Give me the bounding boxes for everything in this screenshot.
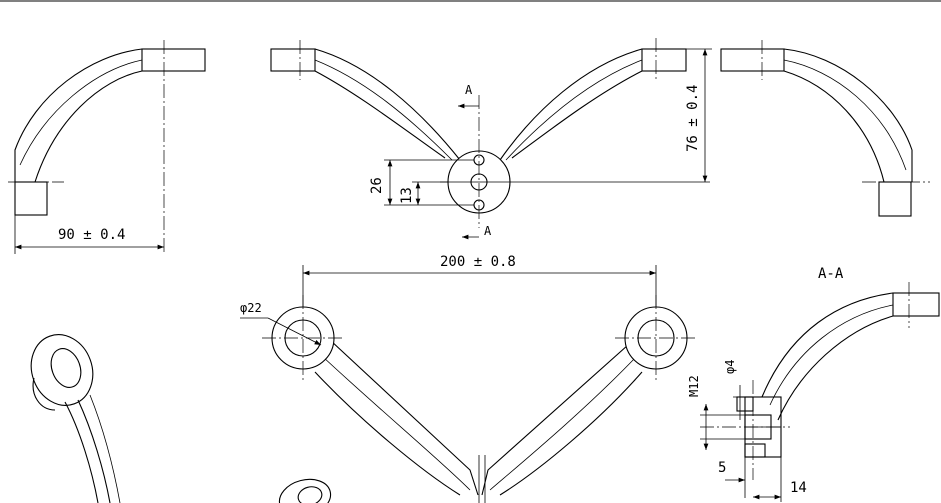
left-bottom-pad bbox=[14, 181, 48, 216]
front-left-arm-inner bbox=[314, 70, 446, 159]
dim-200-label: 200 ± 0.8 bbox=[440, 254, 516, 270]
iso-ring-side bbox=[32, 377, 56, 411]
isometric-view bbox=[30, 334, 121, 503]
top-left-arm-outer bbox=[329, 339, 479, 496]
right-bottom-pad bbox=[878, 181, 912, 217]
dim-13-label: 13 bbox=[399, 187, 415, 204]
front-right-arm-mid bbox=[505, 59, 643, 161]
front-view: A A 76 ± 0.4 26 13 bbox=[270, 38, 712, 240]
right-arm-inner bbox=[783, 70, 885, 183]
iso-arm-2 bbox=[77, 399, 111, 503]
front-left-pad bbox=[270, 48, 316, 72]
section-arm-mid bbox=[769, 304, 894, 406]
iso2-ring-outer bbox=[278, 478, 332, 503]
dim-phi22-label: φ22 bbox=[240, 301, 262, 315]
left-top-pad bbox=[141, 48, 206, 72]
top-right-arm-inner bbox=[499, 371, 643, 496]
top-view: 200 ± 0.8 φ22 bbox=[240, 254, 697, 503]
dim-phi22-arrow bbox=[267, 317, 322, 346]
dim-m12-label: M12 bbox=[687, 375, 701, 397]
dim-5-label: 5 bbox=[718, 460, 726, 476]
iso-ring-inner bbox=[50, 348, 82, 388]
section-mark-top: A bbox=[465, 83, 473, 97]
top-left-arm-inner bbox=[314, 371, 461, 496]
front-right-arm-outer bbox=[499, 48, 643, 161]
section-title: A-A bbox=[818, 266, 844, 282]
left-arm-inner bbox=[34, 70, 143, 183]
left-arm-mid bbox=[19, 59, 143, 166]
section-mark-bottom: A bbox=[484, 224, 492, 238]
right-arm-outer bbox=[783, 48, 913, 182]
dim-26-label: 26 bbox=[369, 177, 385, 194]
right-top-pad bbox=[720, 48, 785, 72]
top-right-arm-outer bbox=[481, 344, 629, 496]
right-side-view bbox=[720, 40, 930, 217]
iso-arm-1 bbox=[64, 401, 99, 503]
dim-phi4-label: φ4 bbox=[723, 360, 737, 374]
right-arm-mid bbox=[783, 59, 907, 171]
isometric-view-2 bbox=[278, 478, 332, 503]
left-side-view: 90 ± 0.4 bbox=[8, 40, 206, 255]
iso-arm-3 bbox=[89, 394, 121, 503]
section-a-a: A-A M12 φ4 5 14 bbox=[687, 266, 940, 502]
top-left-arm-mid bbox=[321, 355, 471, 491]
front-right-arm-inner bbox=[511, 70, 643, 159]
dim-90-label: 90 ± 0.4 bbox=[58, 227, 125, 243]
top-right-arm-mid bbox=[489, 357, 636, 491]
front-left-arm-outer bbox=[314, 48, 461, 161]
section-top-pad bbox=[892, 292, 940, 317]
section-pin-hole-bottom bbox=[744, 443, 766, 458]
dim-14-label: 14 bbox=[790, 480, 807, 496]
left-arm-outer bbox=[14, 48, 143, 182]
section-arm-inner bbox=[777, 315, 894, 421]
iso2-ring-inner bbox=[297, 486, 323, 503]
front-left-arm-mid bbox=[314, 59, 453, 161]
iso-ring-outer bbox=[30, 334, 94, 406]
front-right-pad bbox=[641, 48, 687, 72]
section-arm-outer bbox=[761, 292, 894, 398]
dim-76-label: 76 ± 0.4 bbox=[685, 85, 701, 152]
